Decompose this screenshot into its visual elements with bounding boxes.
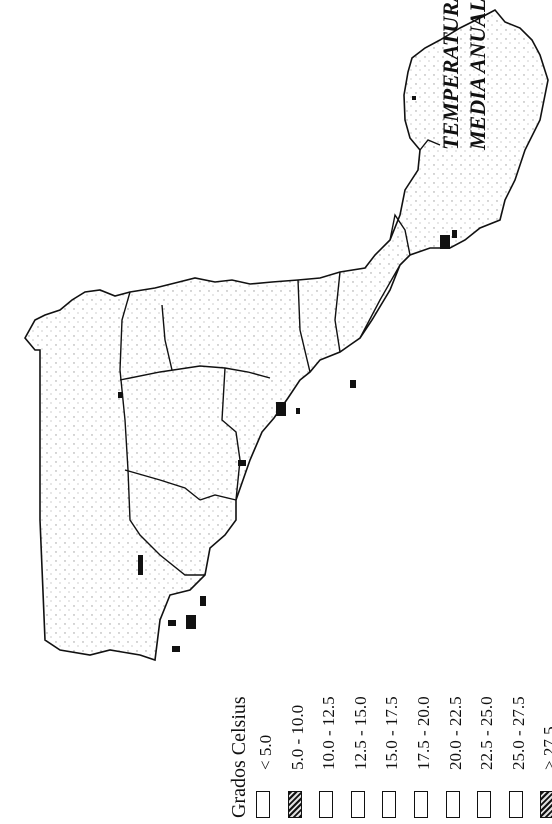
land-outline	[24, 8, 549, 662]
title-line-2: MEDIA ANUAL	[465, 0, 490, 150]
title-line-1: TEMPERATURA	[438, 0, 463, 150]
internal-boundaries	[119, 139, 441, 576]
cold-patches	[118, 96, 457, 652]
